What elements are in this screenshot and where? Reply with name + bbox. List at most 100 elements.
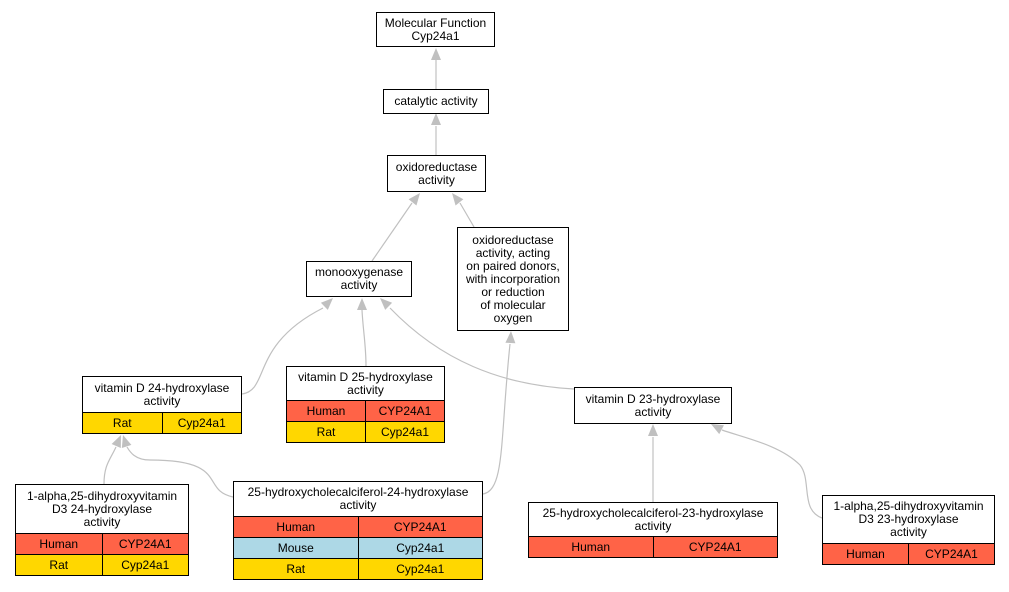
species-cell: Human: [846, 547, 885, 561]
annotation-row-human: Human CYP24A1: [529, 536, 777, 557]
gene-cell: CYP24A1: [652, 537, 778, 557]
term-label: 25-hydroxycholecalciferol-23-hydroxylase…: [529, 503, 777, 536]
term-label-line: oxidoreductase: [472, 232, 554, 247]
arrowhead-paired-to-oxidoreductase: [452, 193, 464, 206]
gene-cell: Cyp24a1: [161, 413, 242, 433]
term-label-line: catalytic activity: [394, 94, 478, 108]
term-label-line: activity, acting: [475, 245, 551, 260]
edge-vitd25-to-mono: [361, 309, 367, 367]
term-label-line: activity: [634, 404, 672, 419]
term-label-line: vitamin D 24-hydroxylase: [94, 380, 230, 395]
edge-dihydroxy23-to-vitd23: [721, 429, 823, 519]
arrowhead-vitd25-to-mono: [357, 298, 367, 310]
annotation-row-human: Human CYP24A1: [234, 516, 482, 537]
term-label-line: activity: [890, 525, 927, 539]
arrowhead-hcc23-to-vitd23: [648, 424, 658, 436]
term-label-line: 25-hydroxycholecalciferol-23-hydroxylase: [542, 505, 764, 520]
term-label: 25-hydroxycholecalciferol-24-hydroxylase…: [234, 482, 482, 516]
annotation-row-rat: Rat Cyp24a1: [234, 558, 482, 579]
term-label-line: activity: [634, 518, 672, 533]
term-label-line: 25-hydroxycholecalciferol-24-hydroxylase: [247, 485, 469, 499]
species-cell: Human: [571, 540, 611, 554]
gene-cell: CYP24A1: [101, 534, 189, 554]
term-label-line: activity: [83, 514, 121, 529]
arrowhead-oxidoreductase-to-catalytic: [431, 113, 441, 125]
species-cell: Human: [276, 520, 316, 534]
arrowhead-hcc24-to-paired: [505, 331, 516, 344]
term-label-line: activity: [340, 278, 378, 292]
annotation-row-mouse: Mouse Cyp24a1: [234, 537, 482, 558]
gene-cell: Cyp24a1: [357, 559, 483, 579]
gene-cell: Cyp24a1: [365, 422, 444, 442]
term-label-line: D3 24-hydroxylase: [51, 501, 153, 516]
term-label-line: Cyp24a1: [411, 28, 460, 43]
term-label-line: D3 23-hydroxylase: [858, 512, 959, 526]
arrowhead-catalytic-to-root: [431, 48, 441, 60]
arrowhead-dihydroxy23-to-vitd23: [711, 424, 724, 435]
species-cell: Rat: [49, 558, 69, 572]
gene-cell: Cyp24a1: [101, 555, 189, 575]
term-label-line: Molecular Function: [384, 15, 487, 30]
annotation-row-human: Human CYP24A1: [16, 533, 188, 554]
annotation-row-rat: Rat Cyp24a1: [16, 554, 188, 575]
term-label-line: activity: [418, 172, 455, 187]
arrowhead-dihydroxy24-to-vitd24: [111, 435, 121, 448]
term-label-line: activity: [143, 393, 181, 408]
term-label-line: 1-alpha,25-dihydroxyvitamin: [833, 499, 984, 513]
species-cell: Human: [306, 404, 346, 418]
gene-cell: Cyp24a1: [357, 538, 483, 558]
edge-paired-to-oxidoreductase: [459, 202, 475, 228]
go-term-catalytic[interactable]: catalytic activity: [383, 89, 489, 114]
term-label-line: oxidoreductase: [395, 159, 478, 174]
term-label-line: oxygen: [493, 310, 533, 325]
term-label-line: activity: [347, 382, 384, 397]
go-term-hcc23[interactable]: 25-hydroxycholecalciferol-23-hydroxylase…: [528, 502, 778, 558]
term-label: catalytic activity: [384, 90, 488, 113]
term-label-line: 1-alpha,25-dihydroxyvitamin: [26, 488, 178, 503]
gene-cell: CYP24A1: [357, 517, 483, 537]
annotation-row-rat: Rat Cyp24a1: [287, 421, 444, 442]
species-cell: Human: [39, 537, 79, 551]
term-label-line: vitamin D 23-hydroxylase: [585, 391, 721, 406]
arrowhead-mono-to-oxidoreductase: [408, 193, 420, 206]
edge-dihydroxy24-to-vitd24: [103, 446, 117, 485]
edge-hcc24-to-paired: [482, 343, 511, 495]
term-label-line: or reduction: [481, 284, 545, 299]
species-cell: Rat: [286, 562, 306, 576]
species-cell: Rat: [316, 425, 336, 439]
term-label-line: activity: [339, 498, 377, 512]
term-label-line: of molecular: [480, 297, 546, 312]
arrowhead-vitd24-to-mono: [320, 298, 333, 310]
term-label-line: vitamin D 25-hydroxylase: [298, 369, 433, 384]
go-term-hcc24[interactable]: 25-hydroxycholecalciferol-24-hydroxylase…: [233, 481, 483, 580]
edge-vitd24-to-mono: [241, 307, 324, 395]
species-cell: Mouse: [277, 541, 314, 555]
term-label-line: on paired donors,: [466, 258, 560, 273]
arrowhead-vitd23-to-mono: [380, 298, 393, 310]
edge-hcc24-to-vitd24: [126, 446, 234, 498]
